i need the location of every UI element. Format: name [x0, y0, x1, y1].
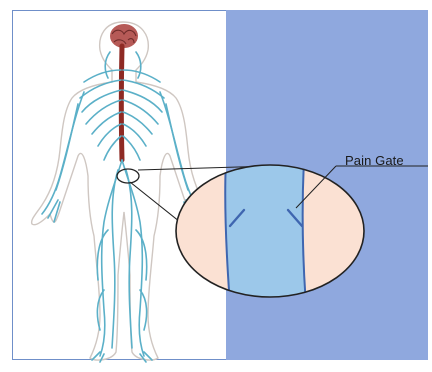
nerve-vessel — [225, 160, 306, 305]
spinal-cord — [121, 46, 122, 160]
brain-icon — [110, 24, 138, 48]
pain-gate-label: Pain Gate — [345, 153, 404, 168]
